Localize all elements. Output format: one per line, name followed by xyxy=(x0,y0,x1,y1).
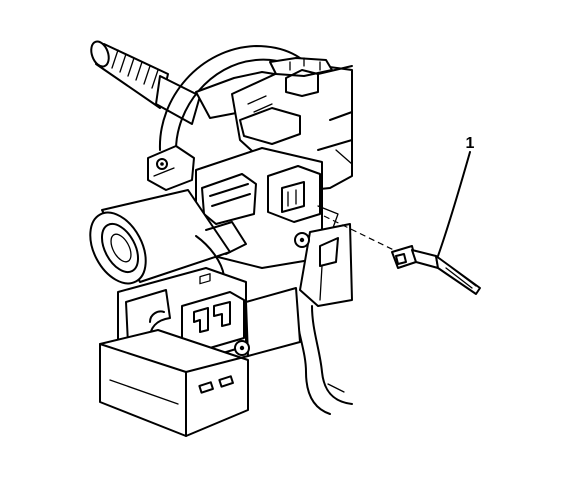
lock-pin-component xyxy=(323,215,481,295)
callout-1: 1 xyxy=(437,135,475,257)
lower-connector-block xyxy=(99,329,249,437)
column-housing-middle xyxy=(195,147,339,269)
mounting-tab xyxy=(147,145,195,191)
lock-cylinder-housing xyxy=(89,189,247,285)
steering-shaft xyxy=(90,40,201,125)
tilt-bracket xyxy=(294,223,353,415)
callout-label: 1 xyxy=(466,135,475,152)
